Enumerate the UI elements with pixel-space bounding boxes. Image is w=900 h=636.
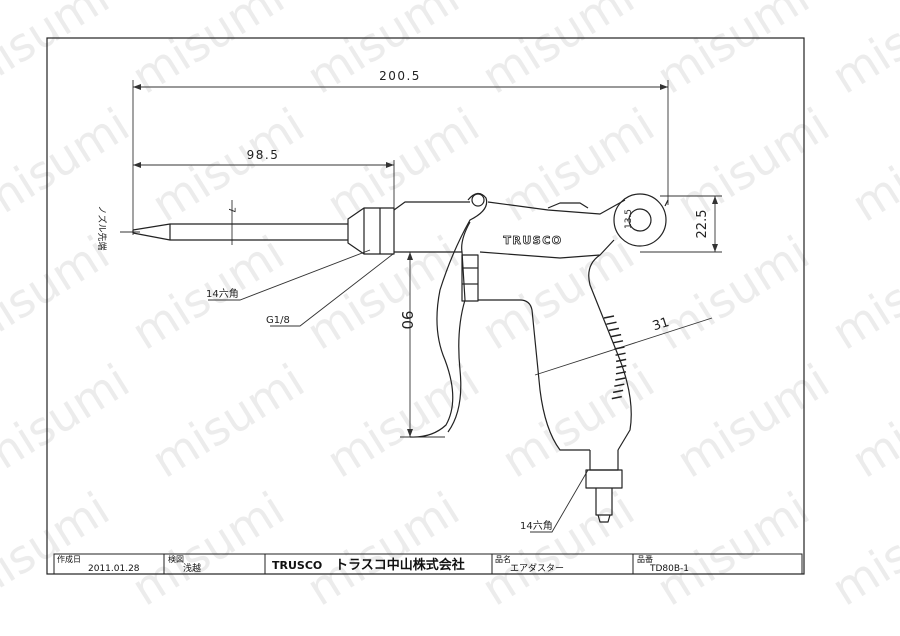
dimension-lines — [120, 80, 722, 533]
company-name: トラスコ中山株式会社 — [335, 557, 465, 573]
watermark-text: misumi — [647, 0, 818, 104]
watermark-text: misumi — [0, 353, 139, 488]
grip-groove — [612, 340, 624, 344]
watermark-text: misumi — [0, 0, 119, 104]
grip-groove — [615, 358, 627, 363]
watermark-text: misumi — [297, 0, 468, 104]
watermark-text: misumi — [647, 225, 818, 360]
grip-groove — [603, 315, 615, 319]
checked-value: 浅越 — [183, 562, 201, 574]
grip-groove — [612, 389, 624, 394]
watermark-text: misumi — [297, 225, 468, 360]
company-logo: TRUSCO — [272, 559, 322, 572]
created-date: 2011.01.28 — [88, 564, 140, 574]
dim-tip-label: ノズル先端 — [96, 205, 108, 250]
watermark-text: misumi — [0, 97, 139, 232]
watermark-text: misumi — [822, 225, 900, 360]
grip-groove — [610, 333, 622, 338]
watermark-text: misumi — [647, 481, 818, 616]
created-label: 作成日 — [57, 554, 81, 564]
checked-label: 検図 — [168, 554, 184, 564]
watermark-text: misumi — [472, 0, 643, 104]
part-label: 品番 — [637, 554, 653, 564]
watermark-text: misumi — [472, 481, 643, 616]
grip-groove — [615, 371, 627, 375]
watermark-text: misumi — [842, 97, 900, 232]
dim-hex-nozzle: 14六角 — [206, 288, 239, 300]
dim-ring-hole: 13.5 — [624, 209, 634, 229]
product-label: 品名 — [495, 554, 511, 564]
grip-groove — [614, 383, 625, 387]
grip-groove — [616, 364, 627, 369]
brand-mark: TRUSCO — [503, 234, 562, 247]
watermark-text: misumi — [297, 481, 468, 616]
watermark-text: misumi — [492, 353, 663, 488]
watermark-text: misumi — [667, 97, 838, 232]
watermark-text: misumi — [842, 353, 900, 488]
watermark-text: misumi — [317, 353, 488, 488]
grip-groove — [608, 327, 620, 332]
part-number: TD80B-1 — [649, 564, 689, 574]
dim-nozzle-tip: 7 — [226, 207, 236, 213]
grip-grooves — [603, 315, 627, 400]
watermark-text: misumi — [142, 353, 313, 488]
dim-height: 90 — [398, 310, 416, 329]
dim-grip-width: 31 — [651, 315, 671, 334]
grip-groove — [611, 395, 622, 400]
dimension-arrows — [133, 84, 718, 437]
watermark-text: misumi — [122, 0, 293, 104]
product-name: エアダスター — [510, 562, 564, 574]
dim-nozzle-length: 98.5 — [247, 148, 280, 162]
grip-groove — [615, 352, 626, 356]
title-block — [53, 553, 803, 575]
watermark-text: misumi — [822, 481, 900, 616]
dim-overall-length: 200.5 — [379, 69, 421, 83]
dim-hex-coupler: 14六角 — [520, 520, 553, 532]
grip-groove — [614, 346, 625, 350]
watermark-text: misumi — [0, 481, 119, 616]
dim-thread: G1/8 — [266, 315, 290, 326]
grip-groove — [606, 321, 617, 325]
watermark-text: misumi — [667, 353, 838, 488]
grip-groove — [615, 377, 626, 381]
watermark-text: misumi — [822, 0, 900, 104]
watermark-text: misumi — [122, 481, 293, 616]
dim-ring-height: 22.5 — [695, 210, 710, 239]
